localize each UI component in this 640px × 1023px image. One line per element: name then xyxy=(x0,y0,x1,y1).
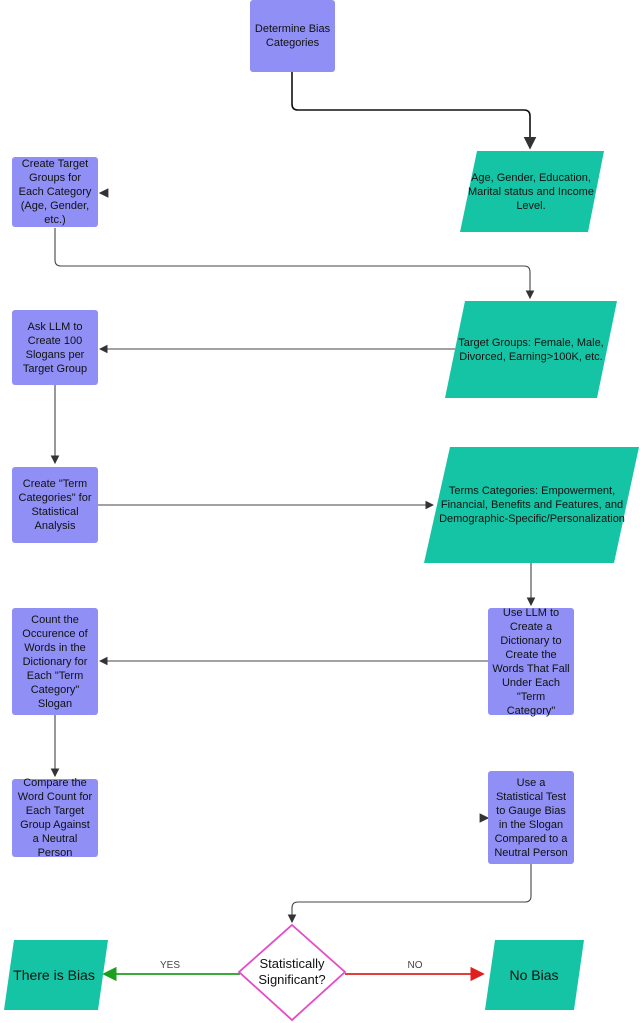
node-determine-bias: Determine Bias Categories xyxy=(250,0,335,72)
edge-stat-test-to-decision xyxy=(287,864,532,924)
node-statistical-test-text: Use a Statistical Test to Gauge Bias in … xyxy=(494,776,568,859)
node-decision: Statistically Significant? xyxy=(248,952,336,992)
node-compare-word-count-text: Compare the Word Count for Each Target G… xyxy=(17,777,93,859)
node-target-groups-text: Target Groups: Female, Male, Divorced, E… xyxy=(458,337,604,363)
node-count-occurrence-text: Count the Occurence of Words in the Dict… xyxy=(22,613,88,710)
node-create-term-categories: Create "Term Categories" for Statistical… xyxy=(12,467,98,543)
node-target-groups: Target Groups: Female, Male, Divorced, E… xyxy=(452,305,610,395)
io-shape-no-bias xyxy=(485,940,584,1010)
decision-diamond xyxy=(237,923,347,1022)
node-there-is-bias-text: There is Bias xyxy=(13,967,95,983)
node-ask-llm: Ask LLM to Create 100 Slogans per Target… xyxy=(12,310,98,385)
node-terms-categories: Terms Categories: Empowerment, Financial… xyxy=(432,452,632,558)
node-create-term-categories-text: Create "Term Categories" for Statistical… xyxy=(18,478,92,532)
node-count-occurrence: Count the Occurence of Words in the Dict… xyxy=(12,608,98,715)
node-create-target-groups: Create Target Groups for Each Category (… xyxy=(12,157,98,227)
yes-label: YES xyxy=(160,960,180,971)
edge-determine-to-categories xyxy=(291,72,537,150)
no-label: NO xyxy=(408,960,423,971)
node-no-bias: No Bias xyxy=(488,945,580,1005)
io-shape-age-gender xyxy=(460,151,604,232)
node-use-llm-dictionary: Use LLM to Create a Dictionary to Create… xyxy=(488,606,574,717)
io-shape-terms xyxy=(424,447,639,563)
node-age-gender-text: Age, Gender, Education, Marital status a… xyxy=(468,172,594,212)
edge-create-target-to-target-groups xyxy=(54,228,535,300)
node-use-llm-dictionary-text: Use LLM to Create a Dictionary to Create… xyxy=(492,606,570,717)
node-no-bias-text: No Bias xyxy=(509,967,559,983)
node-age-gender: Age, Gender, Education, Marital status a… xyxy=(466,155,596,229)
node-statistical-test: Use a Statistical Test to Gauge Bias in … xyxy=(488,771,574,864)
node-there-is-bias: There is Bias xyxy=(6,945,102,1005)
io-shape-target-groups xyxy=(445,301,617,398)
io-shape-there-is-bias xyxy=(4,940,108,1010)
node-compare-word-count: Compare the Word Count for Each Target G… xyxy=(12,777,98,859)
node-create-target-groups-text: Create Target Groups for Each Category (… xyxy=(18,158,92,226)
node-ask-llm-text: Ask LLM to Create 100 Slogans per Target… xyxy=(22,320,88,375)
node-terms-categories-text: Terms Categories: Empowerment, Financial… xyxy=(439,485,625,525)
node-determine-bias-text: Determine Bias Categories xyxy=(254,23,331,49)
node-decision-text: Statistically Significant? xyxy=(258,956,326,987)
